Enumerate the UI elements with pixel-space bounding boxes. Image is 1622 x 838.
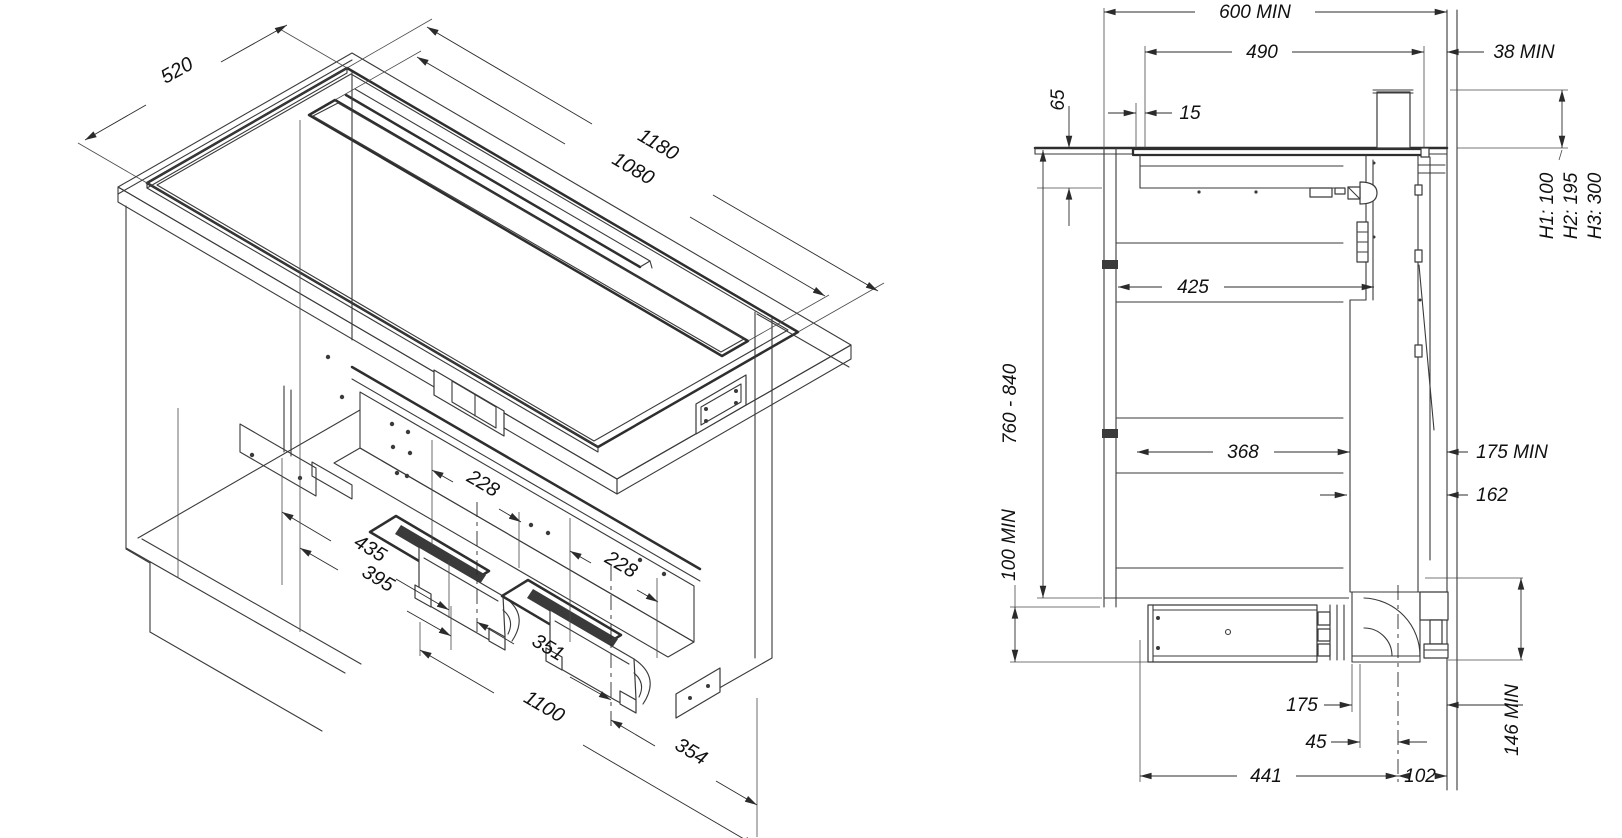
downdraft-chute [1347,154,1446,599]
dim-1180: 1180 [634,124,682,165]
foot-bracket [675,667,721,719]
hob-glass-top [145,66,800,449]
dim-102: 102 [1404,766,1436,787]
hob-glass-section [1131,147,1426,157]
dim-15: 15 [1179,103,1201,124]
drawer-lines [1115,242,1344,569]
dim-228-1: 228 [462,465,503,501]
dim-38-min: 38 MIN [1493,42,1555,63]
mounting-plate [695,374,747,435]
downdraft-panel [359,391,695,643]
dim-600-min: 600 MIN [1219,2,1291,23]
dim-441: 441 [1250,766,1282,787]
counter-right-face [616,344,852,495]
dim-45: 45 [1305,732,1327,753]
dim-146-min: 146 MIN [1502,684,1523,756]
counter-front-face [117,186,618,495]
dim-760-840: 760 - 840 [1000,363,1021,444]
dim-368: 368 [1227,442,1259,463]
adjustable-foot [1419,591,1449,659]
dim-1100: 1100 [520,686,568,727]
dim-1080: 1080 [608,148,658,189]
section-view: 600 MIN 490 38 MIN 15 65 H1: 100 [999,2,1606,791]
left-bracket [239,385,353,500]
downdraft-rail [350,365,702,571]
dim-175: 175 [1286,695,1318,716]
chimney-duct [1376,91,1411,149]
iso-view: 520 1180 1080 228 228 [77,18,885,838]
duct-elbow-2 [545,609,651,714]
duct-elbow-1 [414,546,520,651]
iso-dimensions: 520 1180 1080 228 228 [77,18,885,838]
dim-100-min: 100 MIN [999,509,1020,581]
dim-354: 354 [671,734,711,770]
dim-425: 425 [1177,277,1209,298]
dim-65: 65 [1048,89,1069,111]
clamp-detail [1359,181,1378,205]
dim-h2: H2: 195 [1561,172,1582,239]
dim-162: 162 [1476,485,1508,506]
dim-h1: H1: 100 [1537,172,1558,239]
dim-395: 395 [358,561,399,597]
dim-490: 490 [1246,42,1278,63]
section-dimensions: 600 MIN 490 38 MIN 15 65 H1: 100 [999,2,1606,787]
duct-elbow-section [1329,591,1421,663]
dim-h3: H3: 300 [1585,172,1606,239]
dim-175-min: 175 MIN [1476,442,1548,463]
dim-520: 520 [157,53,197,88]
blower-box [1147,604,1331,663]
